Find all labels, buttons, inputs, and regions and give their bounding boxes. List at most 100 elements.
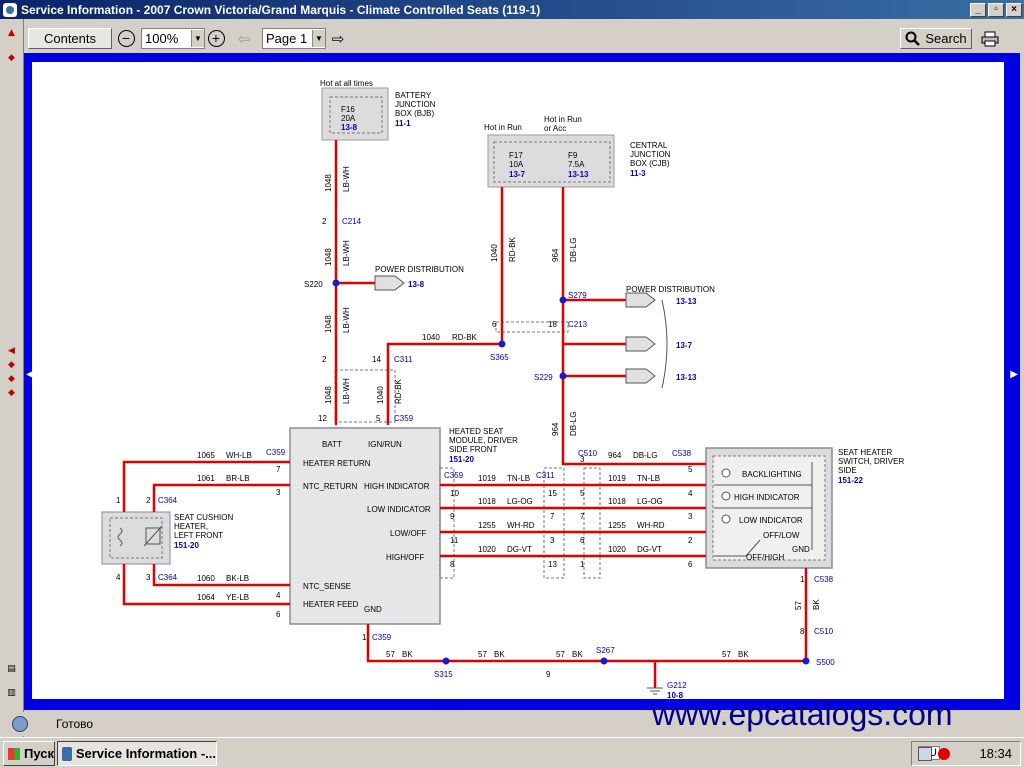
pin-7-c510: 7 bbox=[580, 512, 585, 521]
wire-bk-c: BK bbox=[572, 650, 583, 659]
seat-name2: HEATER, bbox=[174, 522, 208, 531]
pin-6-module: 6 bbox=[276, 610, 281, 619]
network-icon[interactable] bbox=[918, 746, 932, 761]
nav-next-icon[interactable]: ◆ bbox=[4, 52, 19, 64]
page-select[interactable]: Page 1 ▼ bbox=[262, 28, 326, 49]
start-button[interactable]: Пуск bbox=[3, 741, 55, 766]
module-heater-return: HEATER RETURN bbox=[303, 459, 371, 468]
cjb-hot2a: Hot in Run bbox=[544, 115, 582, 124]
module-name1: HEATED SEAT bbox=[449, 427, 503, 436]
switch-high-indicator: HIGH INDICATOR bbox=[734, 493, 800, 502]
wire-1048-c: 1048 bbox=[324, 315, 333, 333]
s267-label: S267 bbox=[596, 646, 615, 655]
wire-rdbk-h: RD-BK bbox=[452, 333, 478, 342]
pd2-ref: 13-13 bbox=[676, 297, 697, 306]
cjb-box bbox=[487, 134, 615, 188]
cjb-fuse2: F9 bbox=[568, 151, 578, 160]
maximize-button[interactable]: ▫ bbox=[988, 2, 1004, 17]
wire-dgvt-a: DG-VT bbox=[507, 545, 532, 554]
pin-5-c359: 5 bbox=[376, 414, 381, 423]
wire-1040-v: 1040 bbox=[376, 386, 385, 404]
zoom-select[interactable]: 100% ▼ bbox=[141, 28, 205, 49]
wire-1040-h: 1040 bbox=[422, 333, 440, 342]
wire-1048-d: 1048 bbox=[324, 386, 333, 404]
wire-tnlb-a: TN-LB bbox=[507, 474, 530, 483]
bjb-name3: BOX (BJB) bbox=[395, 109, 434, 118]
page-value: Page 1 bbox=[266, 31, 308, 46]
frame-left-arrow-icon: ◀ bbox=[26, 369, 34, 380]
left-nav-rail: ▲ ◆ ◀ ◆ ◆ ◆ ▤ ▥ bbox=[0, 19, 24, 737]
pin-8-c510-gnd: 8 bbox=[800, 627, 805, 636]
c214-label: C214 bbox=[342, 217, 362, 226]
doc-list-icon[interactable]: ▤ bbox=[4, 663, 19, 675]
chevron-down-icon: ▼ bbox=[191, 30, 204, 47]
c359-mid-label: C359 bbox=[444, 471, 464, 480]
wire-lbwh-d: LB-WH bbox=[342, 378, 351, 404]
switch-off-low: OFF/LOW bbox=[763, 531, 800, 540]
wire-lbwh-a: LB-WH bbox=[342, 166, 351, 192]
switch-name3: SIDE bbox=[838, 466, 857, 475]
bjb-fuse: F16 bbox=[341, 105, 355, 114]
wire-57-a: 57 bbox=[386, 650, 395, 659]
cjb-amp2: 7.5A bbox=[568, 160, 585, 169]
wire-bk-d: BK bbox=[738, 650, 749, 659]
next-page-icon[interactable]: ⇨ bbox=[331, 30, 345, 48]
wire-lgog-a: LG-OG bbox=[507, 497, 533, 506]
heated-seat-module-box bbox=[289, 427, 441, 625]
cjb-hot1: Hot in Run bbox=[484, 123, 522, 132]
s229-label: S229 bbox=[534, 373, 553, 382]
wire-1020-b: 1020 bbox=[608, 545, 626, 554]
c510-bottom-label: C510 bbox=[814, 627, 834, 636]
wire-whrd-b: WH-RD bbox=[637, 521, 665, 530]
c359-left-label: C359 bbox=[266, 448, 286, 457]
pin-4-module: 4 bbox=[276, 591, 281, 600]
globe-icon bbox=[12, 716, 28, 732]
c213-label: C213 bbox=[568, 320, 588, 329]
app-icon bbox=[3, 2, 17, 17]
wire-yelb: YE-LB bbox=[226, 593, 249, 602]
cjb-ref2: 13-13 bbox=[568, 170, 589, 179]
close-button[interactable]: × bbox=[1006, 2, 1022, 17]
taskbar-item-service-information[interactable]: Service Information -... bbox=[57, 741, 217, 766]
wire-57-v: 57 bbox=[794, 601, 803, 610]
s279-label: S279 bbox=[568, 291, 587, 300]
zoom-out-button[interactable]: − bbox=[117, 30, 135, 47]
pin-3-c510: 3 bbox=[580, 455, 585, 464]
nav-forward-icon[interactable]: ◆ bbox=[4, 373, 19, 385]
start-label: Пуск bbox=[24, 746, 54, 761]
cjb-amp1: 10A bbox=[509, 160, 524, 169]
toolbar: Contents − 100% ▼ + ⇦ Page 1 ▼ ⇨ Search bbox=[24, 19, 1024, 53]
wiring-diagram: Hot at all times F16 20A 13-8 BATTERY JU… bbox=[101, 79, 904, 700]
nav-up-icon[interactable]: ▲ bbox=[4, 27, 19, 39]
search-label: Search bbox=[925, 31, 967, 46]
g212-ref: 10-8 bbox=[667, 691, 684, 699]
contents-button[interactable]: Contents bbox=[28, 28, 112, 49]
wire-57-c: 57 bbox=[556, 650, 565, 659]
nav-prev-icon[interactable]: ◆ bbox=[4, 359, 19, 371]
watermark: www.epcatalogs.com bbox=[652, 696, 953, 732]
pin-8-c359: 8 bbox=[450, 560, 455, 569]
print-preview-icon[interactable]: ▥ bbox=[4, 687, 19, 699]
minimize-button[interactable]: _ bbox=[970, 2, 986, 17]
wire-1040-cjb: 1040 bbox=[490, 244, 499, 262]
pin-3-module: 3 bbox=[276, 488, 281, 497]
prev-page-icon[interactable]: ⇦ bbox=[237, 30, 251, 48]
wire-1018-a: 1018 bbox=[478, 497, 496, 506]
nav-back-icon[interactable]: ◀ bbox=[4, 345, 19, 357]
security-alert-icon[interactable] bbox=[938, 747, 950, 760]
switch-name1: SEAT HEATER bbox=[838, 448, 892, 457]
s500-label: S500 bbox=[816, 658, 835, 667]
zoom-in-button[interactable]: + bbox=[207, 30, 225, 47]
search-button[interactable]: Search bbox=[900, 28, 972, 49]
wire-dblg-h: DB-LG bbox=[633, 451, 657, 460]
status-bar: Готово bbox=[0, 712, 1024, 736]
wire-964-h: 964 bbox=[608, 451, 622, 460]
c538-top-label: C538 bbox=[672, 449, 692, 458]
pd1-ref: 13-8 bbox=[408, 280, 425, 289]
bjb-ref: 13-8 bbox=[341, 123, 358, 132]
nav-down-icon[interactable]: ◆ bbox=[4, 387, 19, 399]
bjb-name2: JUNCTION bbox=[395, 100, 436, 109]
wiring-diagram-page: Hot at all times F16 20A 13-8 BATTERY JU… bbox=[32, 62, 1004, 700]
pin-2-c311: 2 bbox=[322, 355, 327, 364]
print-button[interactable] bbox=[979, 28, 1001, 49]
